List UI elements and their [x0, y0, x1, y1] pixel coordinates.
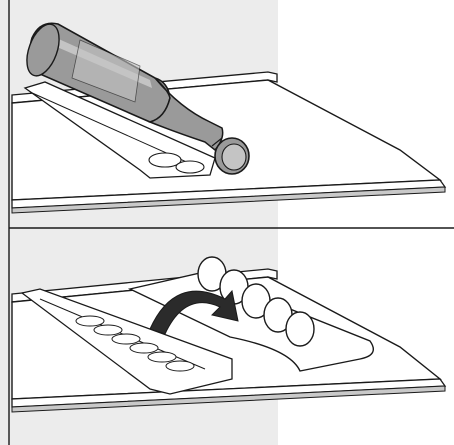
bottle-rack-cup-1: [148, 152, 182, 168]
egg-tray-panel: [0, 229, 454, 445]
bottle-base: [26, 23, 60, 77]
flip-arrow-icon: [149, 289, 239, 335]
egg-cup-5: [147, 351, 177, 363]
egg-cup-2: [93, 324, 123, 336]
bottle-rack-illustration: [0, 0, 454, 229]
bottle-label: [71, 39, 141, 103]
shelf-front-trim: [11, 186, 446, 214]
wine-bottle: [26, 22, 250, 175]
bottle-rack-cup-2: [175, 160, 205, 174]
egg-cup-6: [165, 360, 195, 372]
shelf-front-trim: [11, 385, 446, 413]
egg-tray-open: [20, 288, 233, 395]
egg-tray-illustration: [0, 229, 447, 445]
egg-5: [285, 311, 315, 347]
egg-cup-3: [111, 333, 141, 345]
eggs: [197, 256, 315, 347]
bottle-cap-top: [221, 143, 247, 171]
egg-cup-1: [75, 315, 105, 327]
bottle-rack-panel: [0, 0, 454, 229]
egg-cup-4: [129, 342, 159, 354]
